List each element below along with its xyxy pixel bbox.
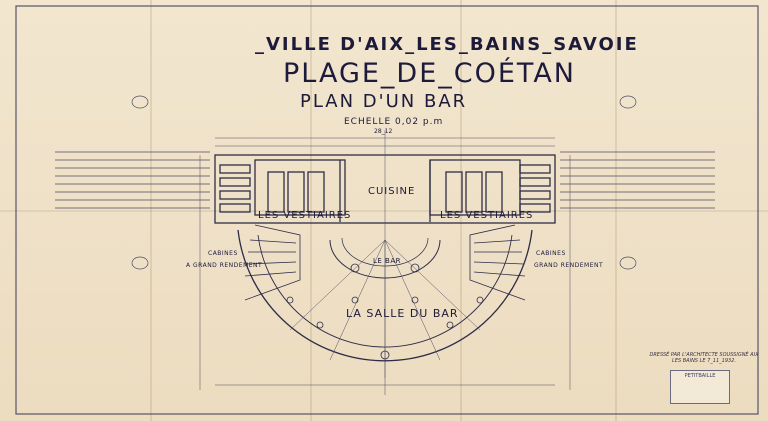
title-line-1: _VILLE D'AIX_LES_BAINS_SAVOIE <box>255 34 639 55</box>
room-cuisine: CUISINE <box>368 186 416 197</box>
fold-line <box>460 0 462 421</box>
room-bar: LE BAR <box>373 257 402 265</box>
cabines-left-line1: CABINES <box>208 250 238 257</box>
room-vestiaires-left: LES VESTIAIRES <box>258 210 352 221</box>
title-line-3: PLAN D'UN BAR <box>300 91 468 112</box>
room-vestiaires-right: LES VESTIAIRES <box>440 210 534 221</box>
tables <box>286 263 484 360</box>
cabines-left-line2: A GRAND RENDEMENT <box>186 262 263 269</box>
scale-label: ECHELLE 0,02 p.m <box>344 117 444 127</box>
fold-line <box>150 0 152 421</box>
scale-sub-label: 28_12 <box>374 128 393 135</box>
stamp-label: PETITBAILLE <box>684 373 716 379</box>
title-line-2: PLAGE_DE_COÉTAN <box>283 58 576 89</box>
sheet-border <box>15 5 759 415</box>
cabin-fans <box>244 224 526 301</box>
cabines-right-line2: GRAND RENDEMENT <box>534 262 604 269</box>
left-line-group <box>55 151 210 209</box>
signature-text: DRESSÉ PAR L'ARCHITECTE SOUSSIGNÉ AIX LE… <box>649 352 759 364</box>
fold-line <box>615 0 617 421</box>
survey-markers <box>131 95 637 270</box>
room-salle: LA SALLE DU BAR <box>346 307 459 320</box>
architect-stamp: PETITBAILLE <box>670 370 730 404</box>
fold-line <box>0 210 768 212</box>
radial-lines <box>289 239 481 378</box>
fold-line <box>310 0 312 421</box>
cabines-right-line1: CABINES <box>536 250 566 257</box>
right-line-group <box>560 151 715 209</box>
